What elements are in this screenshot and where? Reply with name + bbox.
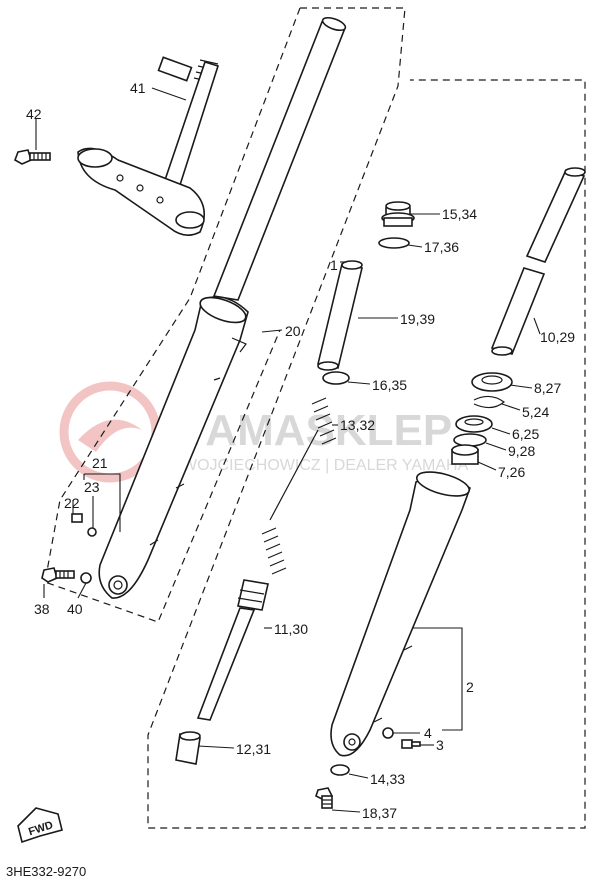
callout-12-31: 12,31	[236, 741, 271, 757]
callout-3: 3	[436, 737, 444, 753]
watermark-logo-swoosh-icon	[78, 419, 142, 452]
oil-seal	[455, 415, 493, 433]
washer-40	[80, 572, 92, 584]
callout-1: 1	[330, 257, 338, 273]
fork-assembly-boundary	[147, 7, 586, 829]
spring-seat-washer	[322, 371, 350, 385]
taper-spindle	[175, 731, 201, 765]
bolt-42	[14, 149, 51, 165]
callout-15-34: 15,34	[442, 206, 477, 222]
fork-spring	[261, 397, 337, 575]
watermark-tagline: WOJCIECHOWICZ | DEALER YAMAHA	[182, 457, 469, 474]
bolt-22	[71, 513, 83, 523]
fork-tube	[490, 167, 586, 356]
callout-4: 4	[424, 725, 432, 741]
washer-4	[382, 727, 394, 739]
fork-outer-tube	[98, 296, 249, 599]
callout-14-33: 14,33	[370, 771, 405, 787]
slide-bushing	[451, 444, 479, 465]
diagram-code: 3HE332-9270	[6, 864, 86, 879]
callouts: 41 42 20 21 23 22 38 40 1 15,34 17,36 19…	[26, 80, 575, 821]
callout-21: 21	[92, 455, 108, 471]
watermark-brand: YAMASKLEP	[180, 406, 452, 455]
callout-10-29: 10,29	[540, 329, 575, 345]
forward-arrow-icon: FWD	[17, 807, 63, 844]
callout-41: 41	[130, 80, 146, 96]
callout-11-30: 11,30	[274, 621, 308, 637]
damper-rod	[196, 579, 269, 721]
callout-22: 22	[64, 495, 80, 511]
oil-seal-washer	[453, 433, 487, 447]
washer-23	[87, 527, 97, 537]
callout-20: 20	[285, 323, 301, 339]
bolt-38	[41, 567, 75, 583]
callout-19-39: 19,39	[400, 311, 435, 327]
steering-stem	[77, 56, 220, 236]
callout-5-24: 5,24	[522, 404, 549, 420]
callout-7-26: 7,26	[498, 464, 525, 480]
callout-23: 23	[84, 479, 100, 495]
cap-bolt	[381, 201, 415, 227]
watermark: YAMASKLEP WOJCIECHOWICZ | DEALER YAMAHA	[59, 381, 469, 483]
leader-lines	[35, 87, 541, 813]
callout-18-37: 18,37	[362, 805, 397, 821]
gasket	[330, 764, 350, 776]
callout-13-32: 13,32	[340, 417, 375, 433]
callout-40: 40	[67, 601, 83, 617]
callout-2: 2	[466, 679, 474, 695]
retaining-clip	[473, 395, 505, 409]
callout-42: 42	[26, 106, 42, 122]
dust-seal	[471, 372, 513, 392]
callout-16-35: 16,35	[372, 377, 407, 393]
fork-outer-tube-assembly	[330, 471, 471, 757]
callout-6-25: 6,25	[512, 426, 539, 442]
callout-8-27: 8,27	[534, 380, 561, 396]
fork-inner-tube	[212, 16, 347, 301]
callout-9-28: 9,28	[508, 443, 535, 459]
outer-tube-group-boundary	[44, 7, 301, 623]
bolt-3	[401, 739, 421, 749]
o-ring	[378, 237, 410, 249]
callout-17-36: 17,36	[424, 239, 459, 255]
callout-38: 38	[34, 601, 50, 617]
drain-bolt	[315, 787, 334, 809]
spacer-tube	[317, 260, 363, 371]
